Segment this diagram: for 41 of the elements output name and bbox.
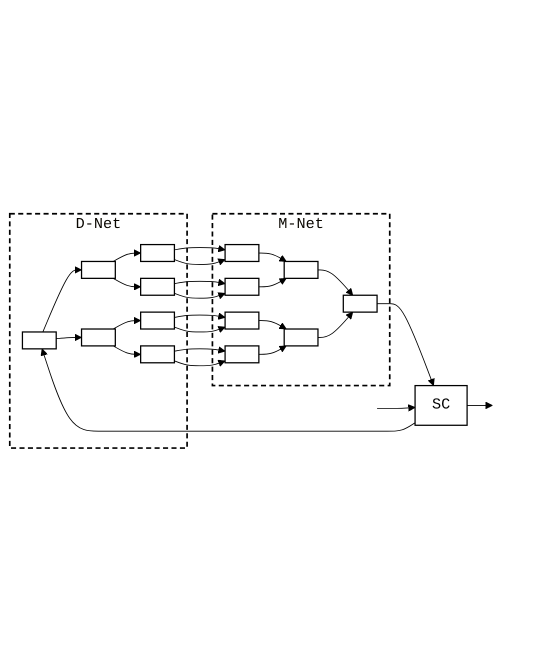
node-box <box>224 312 260 330</box>
node-box: SC <box>414 385 468 426</box>
node-box <box>140 345 176 364</box>
node-box <box>80 328 116 347</box>
arrow <box>42 266 82 332</box>
arrow <box>112 346 141 358</box>
cluster: M-Net <box>212 213 391 387</box>
node-box <box>22 331 57 350</box>
arrow <box>376 303 435 386</box>
node-box <box>224 278 260 296</box>
arrow <box>318 270 354 296</box>
arrow <box>112 278 141 291</box>
node-box <box>284 328 319 347</box>
arrow <box>56 334 82 342</box>
arrow <box>112 316 141 330</box>
cluster: D-Net <box>8 213 188 449</box>
arrow <box>112 249 141 262</box>
arrow <box>174 245 226 252</box>
node-box <box>80 260 116 280</box>
arrow <box>258 252 287 262</box>
arrow <box>258 278 287 288</box>
node-box <box>284 260 319 280</box>
node-box <box>224 244 260 262</box>
arrow <box>174 258 226 266</box>
arrow <box>174 292 226 300</box>
arrow <box>174 360 226 367</box>
node-box <box>140 278 176 296</box>
node-box <box>140 312 176 330</box>
node-box <box>342 294 378 313</box>
arrow <box>376 404 416 412</box>
arrow <box>174 312 226 320</box>
arrow <box>174 346 226 354</box>
node-box <box>224 345 260 364</box>
arrow <box>174 278 226 286</box>
arrow <box>40 348 416 432</box>
node-box <box>140 244 176 262</box>
arrow <box>466 402 493 410</box>
arrow <box>174 326 226 334</box>
arrow <box>258 320 287 330</box>
arrow <box>258 346 287 355</box>
arrow <box>318 312 354 338</box>
